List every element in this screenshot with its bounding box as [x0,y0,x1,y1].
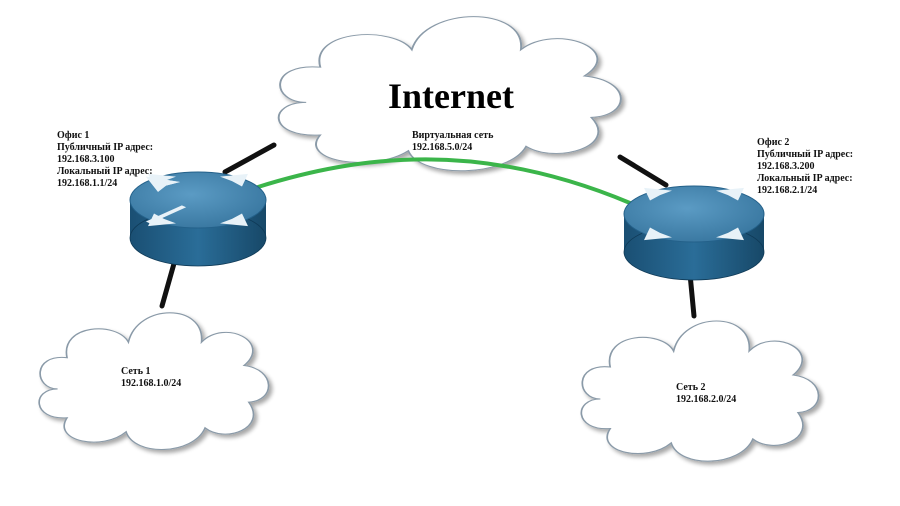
network1-subnet: 192.168.1.0/24 [121,378,182,389]
vpn-tunnel-link [256,157,632,205]
router-icon [129,171,267,267]
router-icon [623,185,765,281]
cable-office1-network1 [159,257,178,309]
office2-name: Офис 2 [757,137,790,148]
vpn-label: Виртуальная сеть [412,130,494,141]
cable-office2-network2 [687,271,697,319]
network1-label-block: Сеть 1 192.168.1.0/24 [121,366,181,390]
office2-local-ip: 192.168.2.1/24 [757,185,818,196]
network1-name: Сеть 1 [121,366,151,377]
network2-label-block: Сеть 2 192.168.2.0/24 [676,382,736,406]
office1-label-block: Офис 1 Публичный IP адрес: 192.168.3.100… [57,130,153,190]
vpn-label-block: Виртуальная сеть 192.168.5.0/24 [412,130,493,154]
office2-public-label: Публичный IP адрес: [757,149,854,160]
router-office2 [623,185,765,281]
office1-public-ip: 192.168.3.100 [57,154,115,165]
office2-public-ip: 192.168.3.200 [757,161,815,172]
office1-name: Офис 1 [57,130,90,141]
cable-office1-internet [222,142,277,175]
internet-title: Internet [388,76,514,116]
office1-local-label: Локальный IP адрес: [57,166,153,177]
office1-local-ip: 192.168.1.1/24 [57,178,118,189]
router-office1 [129,171,267,267]
office2-local-label: Локальный IP адрес: [757,173,853,184]
network2-subnet: 192.168.2.0/24 [676,394,737,405]
cable-office2-internet [617,154,669,188]
office1-public-label: Публичный IP адрес: [57,142,154,153]
office2-label-block: Офис 2 Публичный IP адрес: 192.168.3.200… [757,137,853,197]
vpn-subnet: 192.168.5.0/24 [412,142,473,153]
network2-name: Сеть 2 [676,382,706,393]
